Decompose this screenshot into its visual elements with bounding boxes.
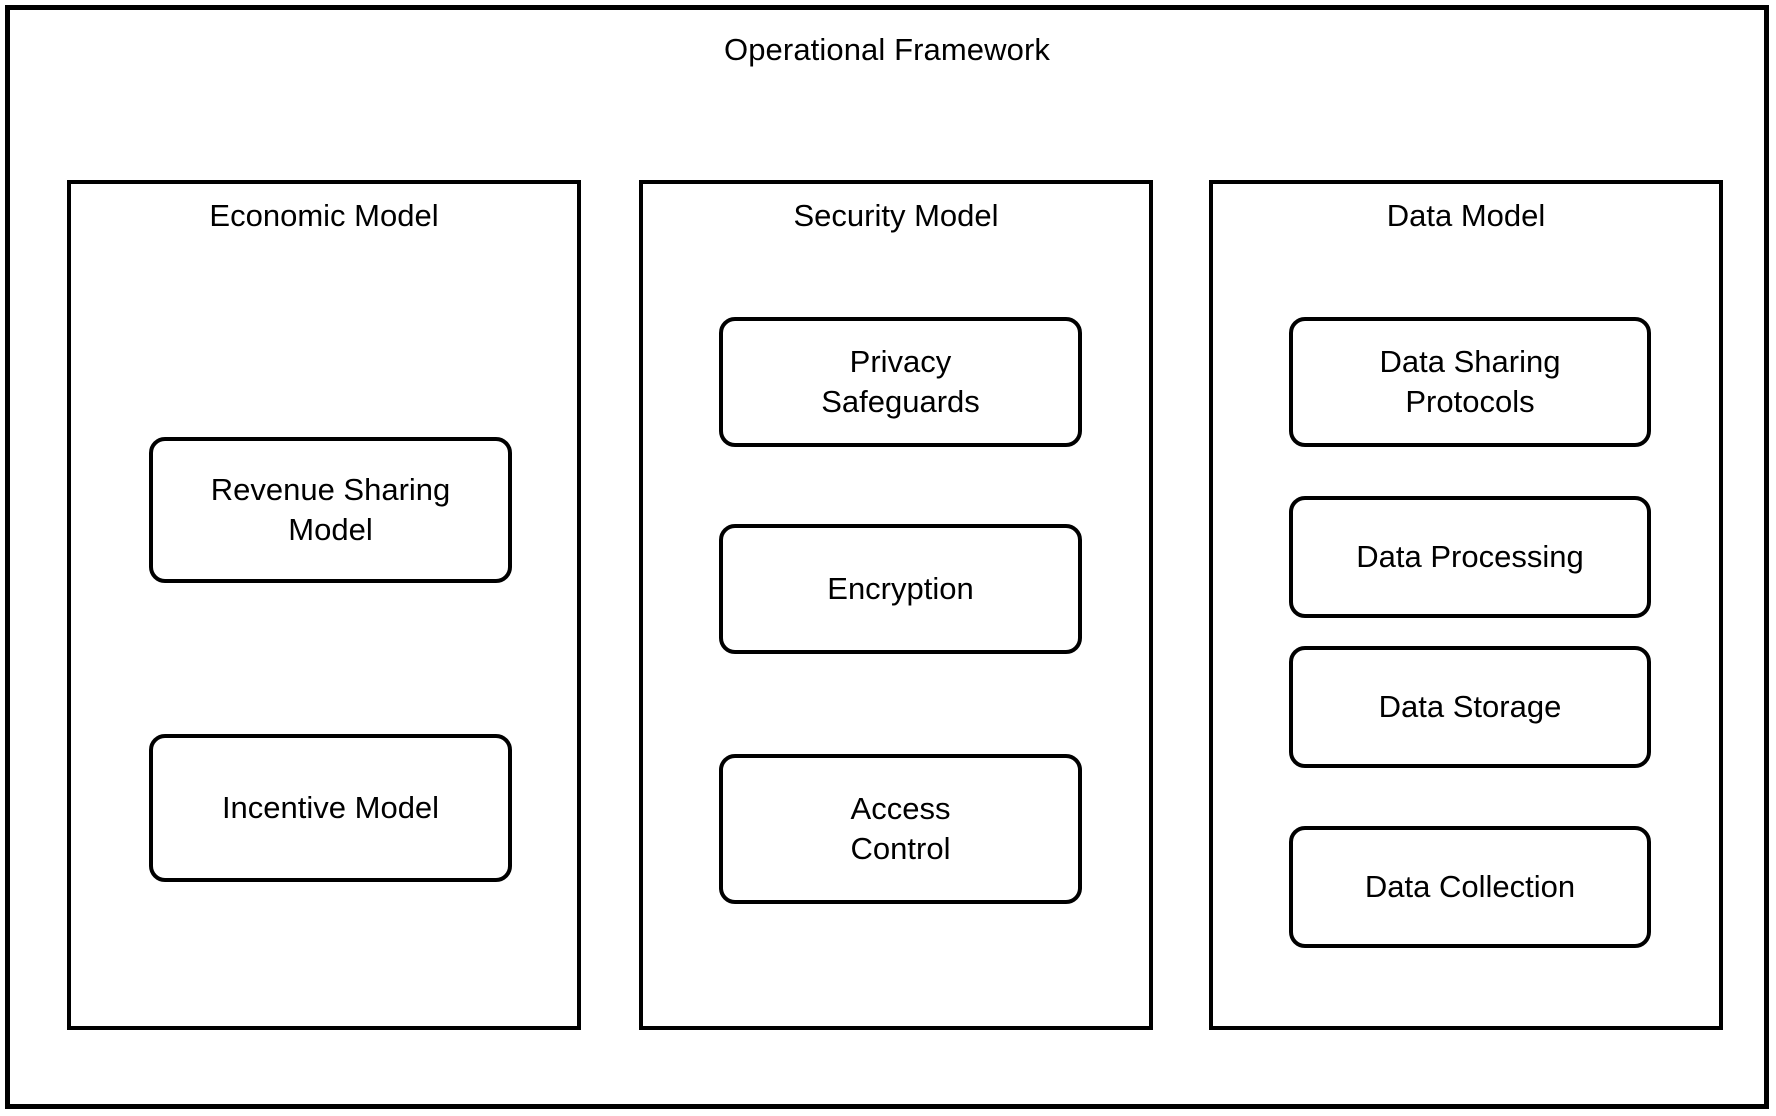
page-title: Operational Framework — [724, 32, 1050, 67]
node-revenue-sharing-model[interactable]: Revenue Sharing Model — [149, 437, 512, 583]
panel-economic-model: Economic Model Revenue Sharing Model Inc… — [67, 180, 581, 1030]
panel-title-data-model: Data Model — [1386, 198, 1546, 233]
node-label: Data Storage — [1378, 689, 1562, 724]
node-label: Access Control — [850, 791, 951, 866]
node-label: Revenue Sharing Model — [210, 472, 451, 547]
panel-title-economic-model: Economic Model — [209, 198, 439, 233]
node-data-sharing-protocols[interactable]: Data Sharing Protocols — [1289, 317, 1651, 447]
node-data-collection[interactable]: Data Collection — [1289, 826, 1651, 948]
node-incentive-model[interactable]: Incentive Model — [149, 734, 512, 882]
node-label: Data Processing — [1356, 539, 1584, 574]
node-label: Privacy Safeguards — [821, 344, 980, 419]
node-label: Incentive Model — [221, 790, 440, 825]
node-access-control[interactable]: Access Control — [719, 754, 1082, 904]
panel-data-model: Data Model Data Sharing Protocols Data P… — [1209, 180, 1723, 1030]
node-data-processing[interactable]: Data Processing — [1289, 496, 1651, 618]
panel-security-model: Security Model Privacy Safeguards Encryp… — [639, 180, 1153, 1030]
node-encryption[interactable]: Encryption — [719, 524, 1082, 654]
panel-title-security-model: Security Model — [793, 198, 999, 233]
node-label: Data Collection — [1364, 869, 1576, 904]
node-privacy-safeguards[interactable]: Privacy Safeguards — [719, 317, 1082, 447]
node-data-storage[interactable]: Data Storage — [1289, 646, 1651, 768]
node-label: Encryption — [827, 571, 974, 606]
node-label: Data Sharing Protocols — [1379, 344, 1561, 419]
operational-framework-frame: Operational Framework Economic Model Rev… — [5, 5, 1769, 1109]
